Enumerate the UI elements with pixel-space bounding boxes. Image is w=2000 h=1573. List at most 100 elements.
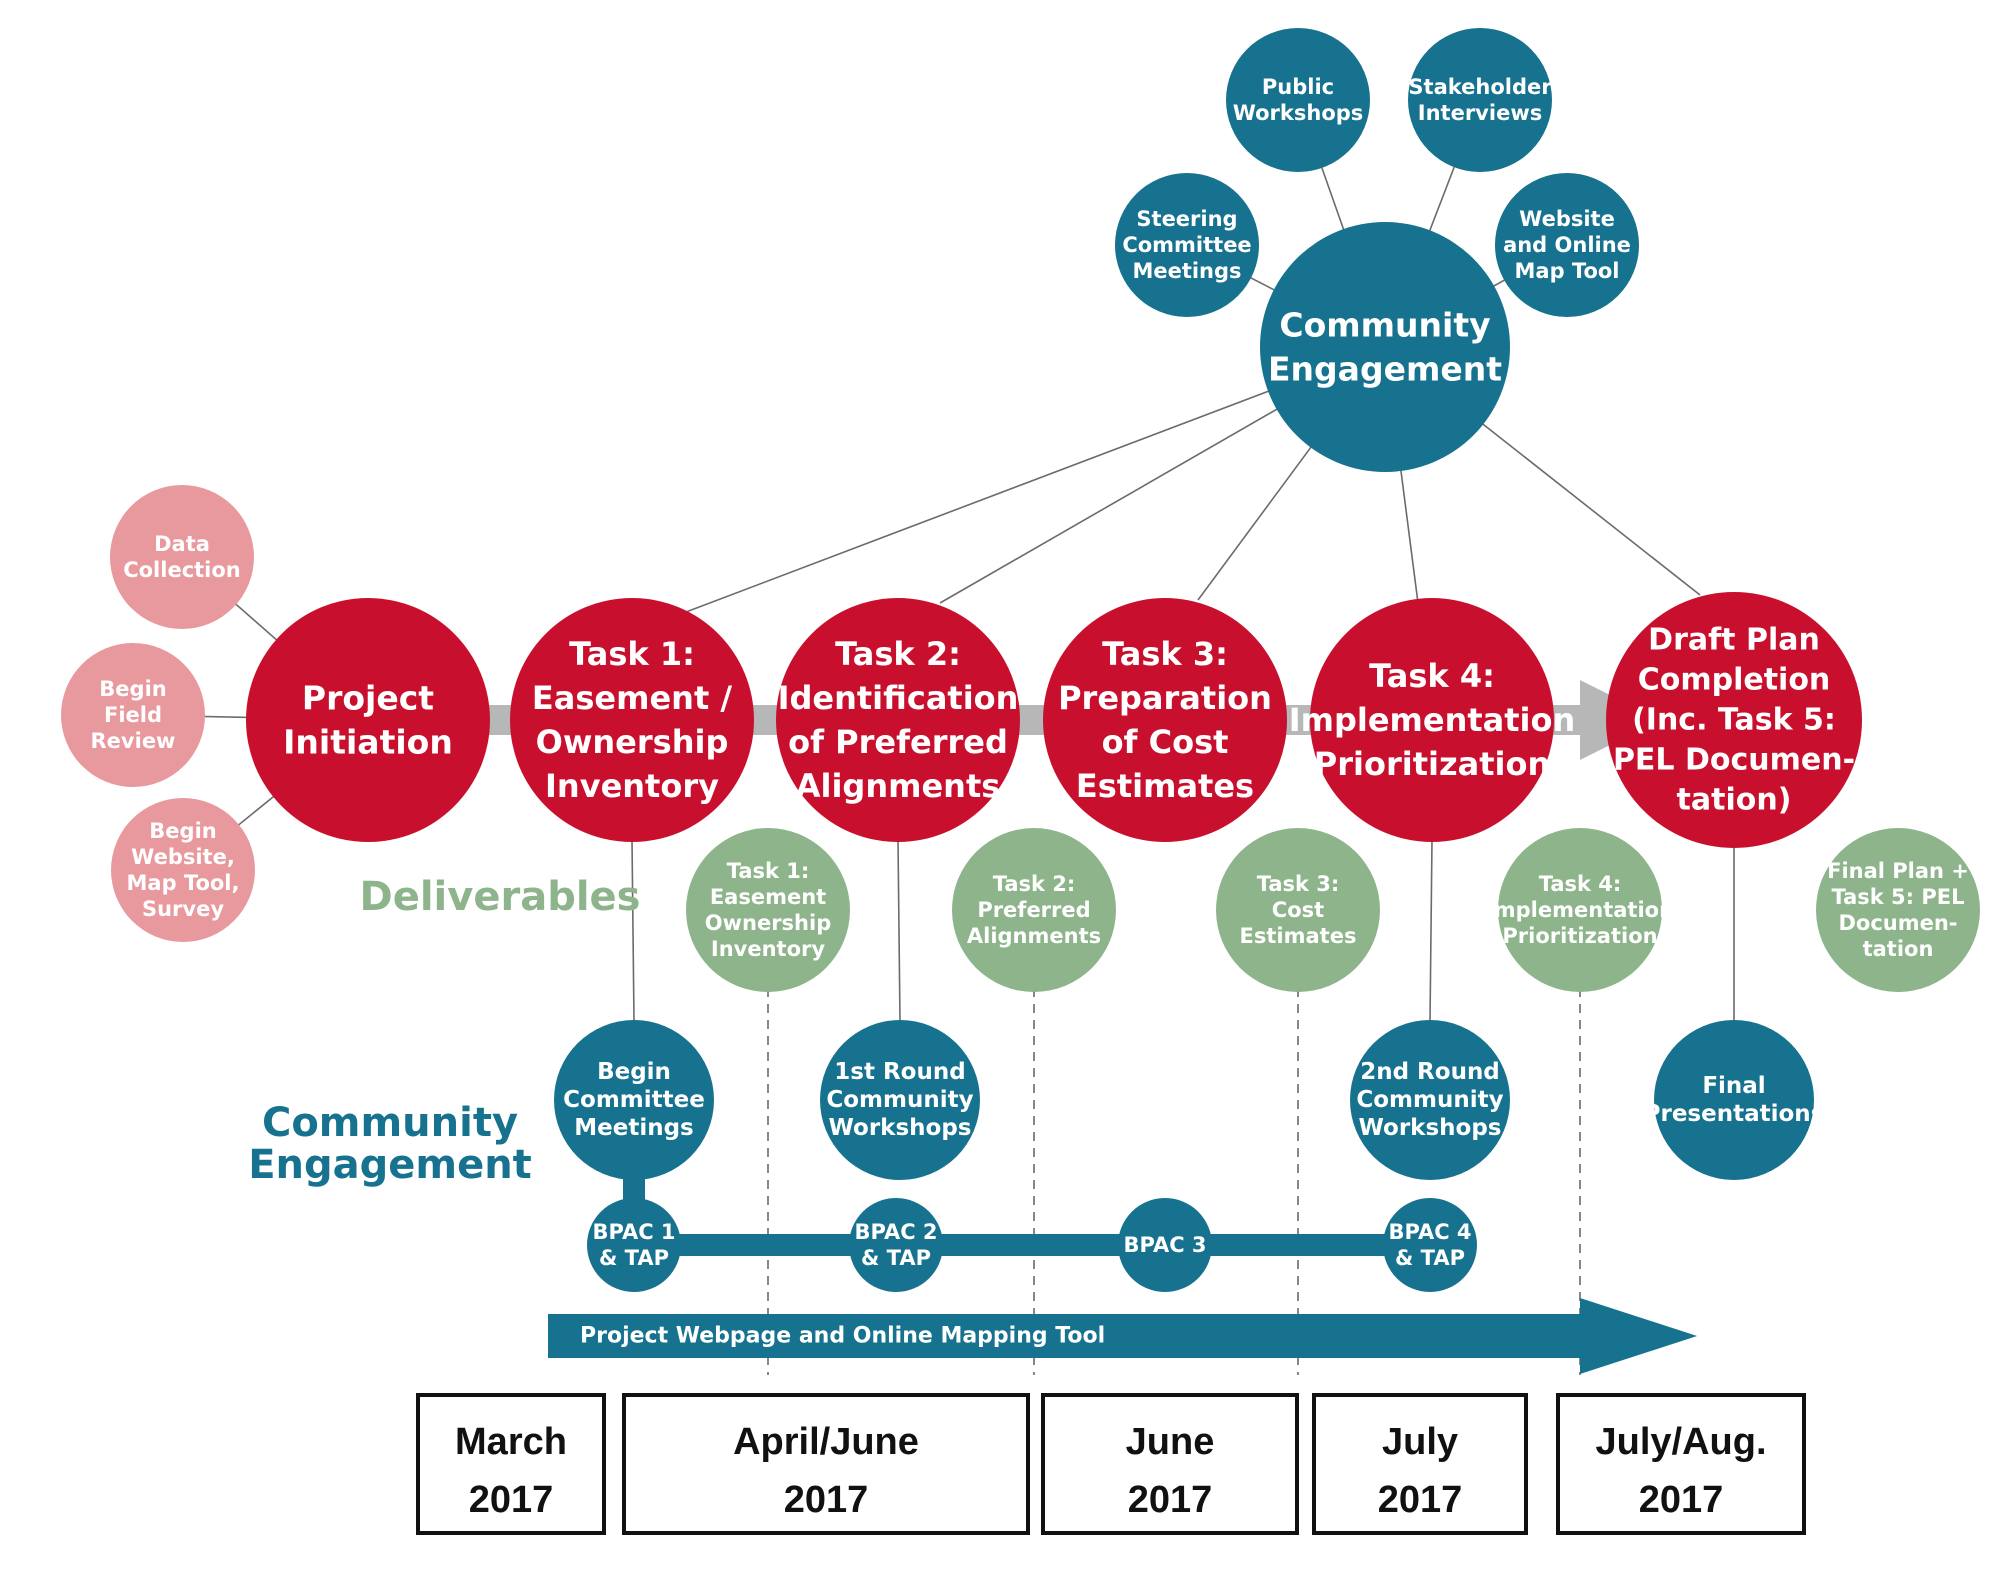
deliverable-2-label-line: Alignments bbox=[967, 924, 1101, 948]
engagement-event-2-label-line: Workshops bbox=[828, 1115, 971, 1141]
task-1-label-line: Inventory bbox=[545, 767, 719, 805]
deliverable-4-label-line: Task 4: bbox=[1539, 872, 1622, 896]
deliverable-4-circle bbox=[1498, 828, 1662, 992]
community-satellite-3-label-line: Meetings bbox=[1132, 259, 1241, 283]
engagement-event-2-circle bbox=[820, 1020, 980, 1180]
community-satellite-4-circle bbox=[1495, 173, 1639, 317]
community-satellite-4-label-line: Map Tool bbox=[1515, 259, 1620, 283]
timeline: March2017April/June2017June2017July2017J… bbox=[416, 1393, 1806, 1535]
timeline-box-border bbox=[416, 1393, 606, 1535]
engagement-event-3-label-line: 2nd Round bbox=[1360, 1059, 1500, 1085]
task-4-label-line: Prioritization bbox=[1314, 745, 1550, 783]
project-initiation-label-line: Initiation bbox=[283, 723, 453, 762]
initiation-sub-1-circle bbox=[110, 485, 254, 629]
community-satellite-4-label-line: Website bbox=[1519, 207, 1615, 231]
project-initiation-label-line: Project bbox=[302, 679, 434, 718]
deliverable-5-label-line: Final Plan + bbox=[1827, 859, 1969, 883]
bpac-4-label-line: & TAP bbox=[1395, 1246, 1465, 1270]
deliverable-1-label-line: Task 1: bbox=[727, 859, 810, 883]
engagement-event-3-label-line: Workshops bbox=[1358, 1115, 1501, 1141]
task-to-engagement-connector bbox=[1429, 839, 1433, 1023]
task-4-label-line: Task 4: bbox=[1369, 657, 1495, 695]
deliverable-5-label-line: Documen- bbox=[1838, 911, 1957, 935]
timeline-label-line: 2017 bbox=[1639, 1479, 1724, 1521]
task-4-label-line: Implementation bbox=[1289, 701, 1576, 739]
deliverable-2-circle bbox=[952, 828, 1116, 992]
deliverable-1-circle bbox=[686, 828, 850, 992]
timeline-label-line: July bbox=[1382, 1421, 1458, 1463]
timeline-box-border bbox=[622, 1393, 1030, 1535]
nodes: CommunityEngagementPublicWorkshopsStakeh… bbox=[61, 28, 1980, 1374]
bpac-2-label-line: & TAP bbox=[861, 1246, 931, 1270]
task-2-label-line: Task 2: bbox=[835, 635, 961, 673]
initiation-sub-3-circle bbox=[111, 798, 255, 942]
task-to-engagement-connector bbox=[897, 839, 901, 1023]
community-satellite-1-label-line: Workshops bbox=[1233, 101, 1364, 125]
deliverable-4-label-line: Implementation bbox=[1486, 898, 1674, 922]
deliverable-5-label-line: Task 5: PEL bbox=[1831, 885, 1964, 909]
bpac-4: BPAC 4& TAP bbox=[1383, 1198, 1477, 1292]
timeline-label-line: 2017 bbox=[1128, 1479, 1213, 1521]
community-engagement-label-line2: Engagement bbox=[248, 1142, 532, 1188]
community-engagement-hub-label-line: Community bbox=[1279, 306, 1490, 345]
initiation-sub-2-label-line: Begin bbox=[99, 677, 166, 701]
deliverable-3-circle bbox=[1216, 828, 1380, 992]
community-satellite-2-label-line: Interviews bbox=[1418, 101, 1542, 125]
deliverable-3-label-line: Estimates bbox=[1240, 924, 1357, 948]
engagement-event-1-label-line: Committee bbox=[563, 1087, 705, 1113]
engagement-event-4-label-line: Final bbox=[1702, 1073, 1765, 1099]
task-5-label-line: Completion bbox=[1638, 663, 1831, 698]
bpac-3: BPAC 3 bbox=[1118, 1198, 1212, 1292]
deliverable-1-label-line: Ownership bbox=[705, 911, 831, 935]
webpage-arrow-label: Project Webpage and Online Mapping Tool bbox=[580, 1324, 1105, 1349]
community-satellite-3-label-line: Committee bbox=[1122, 233, 1251, 257]
engagement-event-3-label-line: Community bbox=[1356, 1087, 1503, 1113]
task-2-label-line: of Preferred bbox=[788, 723, 1008, 761]
task-to-engagement-connector bbox=[631, 839, 635, 1023]
initiation-sub-2-circle bbox=[61, 643, 205, 787]
community-satellite-3-label-line: Steering bbox=[1136, 207, 1237, 231]
community-engagement-hub-circle bbox=[1260, 222, 1510, 472]
bpac-2-circle bbox=[849, 1198, 943, 1292]
bpac-1: BPAC 1& TAP bbox=[587, 1198, 681, 1292]
initiation-sub-3-label-line: Map Tool, bbox=[127, 871, 240, 895]
initiation-sub-3-label-line: Website, bbox=[131, 845, 235, 869]
timeline-box-4: July 2017 bbox=[1312, 1393, 1528, 1535]
timeline-box-5: July/Aug.2017 bbox=[1556, 1393, 1806, 1535]
task-5-label-line: Draft Plan bbox=[1648, 623, 1820, 658]
deliverable-3-label-line: Task 3: bbox=[1257, 872, 1340, 896]
timeline-label-line: 2017 bbox=[469, 1479, 554, 1521]
deliverable-3-label-line: Cost bbox=[1272, 898, 1324, 922]
task-1-label-line: Ownership bbox=[536, 723, 729, 761]
community-engagement-hub-label-line: Engagement bbox=[1268, 350, 1502, 389]
bpac-1-label-line: & TAP bbox=[599, 1246, 669, 1270]
engagement-event-4-circle bbox=[1654, 1020, 1814, 1180]
task-5-circle bbox=[1606, 592, 1862, 848]
timeline-box-border bbox=[1041, 1393, 1299, 1535]
initiation-sub-2-label-line: Field bbox=[104, 703, 162, 727]
task-3-label-line: Preparation bbox=[1058, 679, 1272, 717]
timeline-label-line: 2017 bbox=[1378, 1479, 1463, 1521]
engagement-event-1-label-line: Meetings bbox=[574, 1115, 694, 1141]
engagement-event-3-circle bbox=[1350, 1020, 1510, 1180]
initiation-sub-2-label-line: Review bbox=[91, 729, 176, 753]
bpac-2-label-line: BPAC 2 bbox=[854, 1220, 937, 1244]
